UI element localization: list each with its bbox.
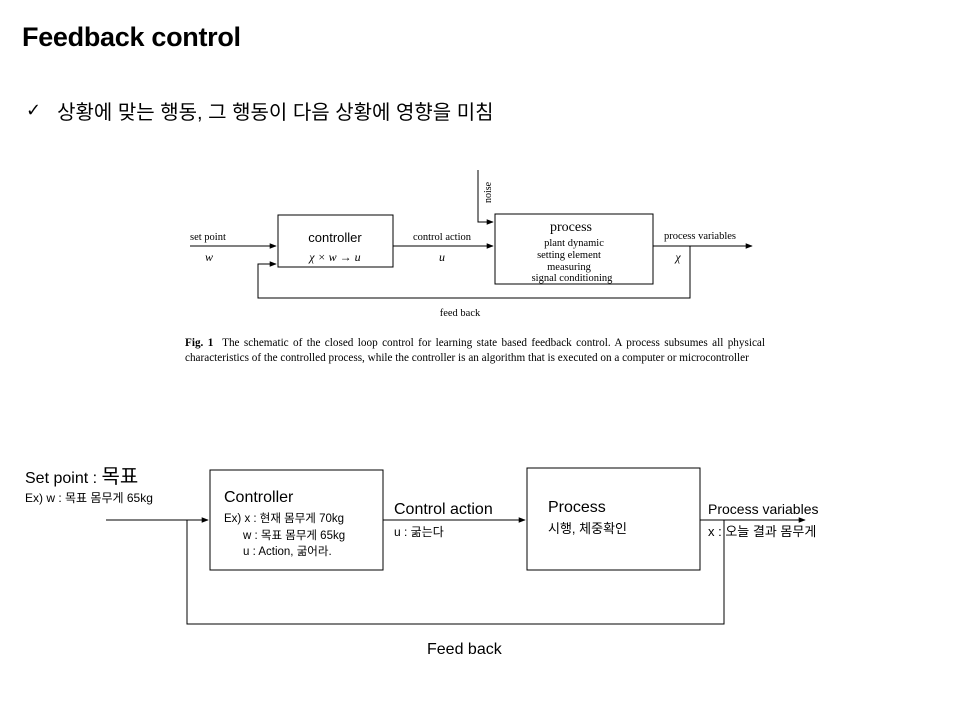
controller-line: Ex) x : 현재 몸무게 70kg bbox=[224, 512, 344, 525]
schematic-controller-box bbox=[277, 214, 394, 268]
control-action-label: Control action bbox=[394, 501, 493, 518]
schematic-process-title: process bbox=[550, 220, 592, 235]
figure-caption: Fig. 1 The schematic of the closed loop … bbox=[185, 336, 765, 366]
schematic-process-item: plant dynamic bbox=[544, 238, 604, 249]
process-variables-example: x : 오늘 결과 몸무게 bbox=[708, 524, 816, 539]
schematic-process-item: measuring bbox=[547, 262, 591, 273]
schematic-process-variables-label: process variables bbox=[664, 231, 736, 242]
caption-text: The schematic of the closed loop control… bbox=[185, 337, 765, 364]
schematic-feedback-label: feed back bbox=[440, 308, 481, 319]
schematic-process-box bbox=[494, 213, 654, 285]
schematic-control-action-var: u bbox=[439, 250, 445, 264]
process-example: 시행, 체중확인 bbox=[548, 521, 627, 536]
process-box bbox=[526, 467, 701, 571]
feedback-arrow bbox=[257, 246, 691, 299]
controller-title: Controller bbox=[224, 489, 294, 506]
schematic-process-item: setting element bbox=[537, 250, 601, 261]
bullet-text: 상황에 맞는 행동, 그 행동이 다음 상황에 영향을 미침 bbox=[57, 102, 494, 124]
page-title: Feedback control bbox=[22, 22, 241, 52]
process-variables-label: Process variables bbox=[708, 501, 819, 517]
schematic-figure: set point w controller χ × w → u control… bbox=[190, 170, 753, 319]
schematic-set-point-label: set point bbox=[190, 232, 226, 243]
caption-prefix: Fig. 1 bbox=[185, 337, 214, 349]
schematic-set-point-var: w bbox=[205, 250, 213, 264]
feedback-label: Feed back bbox=[427, 641, 503, 658]
schematic-controller-formula: χ × w → u bbox=[308, 250, 360, 264]
process-title: Process bbox=[548, 499, 606, 516]
controller-line: w : 목표 몸무게 65kg bbox=[242, 529, 345, 542]
set-point-label: Set point : 목표 bbox=[25, 466, 138, 488]
controller-line: u : Action, 굶어라. bbox=[243, 545, 332, 558]
schematic-control-action-label: control action bbox=[413, 232, 472, 243]
schematic-process-variables-var: χ bbox=[674, 250, 681, 264]
schematic-noise-label: noise bbox=[483, 181, 494, 203]
control-action-example: u : 굶는다 bbox=[394, 525, 444, 539]
noise-arrow bbox=[477, 170, 494, 225]
schematic-controller-label: controller bbox=[308, 230, 362, 245]
example-diagram: Set point : 목표 Ex) w : 목표 몸무게 65kg Contr… bbox=[25, 466, 819, 658]
check-icon: ✓ bbox=[26, 100, 42, 120]
feedback-line bbox=[186, 520, 725, 625]
bullet-item: ✓ 상황에 맞는 행동, 그 행동이 다음 상황에 영향을 미침 bbox=[26, 96, 494, 125]
set-point-example: Ex) w : 목표 몸무게 65kg bbox=[25, 491, 153, 505]
schematic-process-item: signal conditioning bbox=[532, 273, 614, 284]
